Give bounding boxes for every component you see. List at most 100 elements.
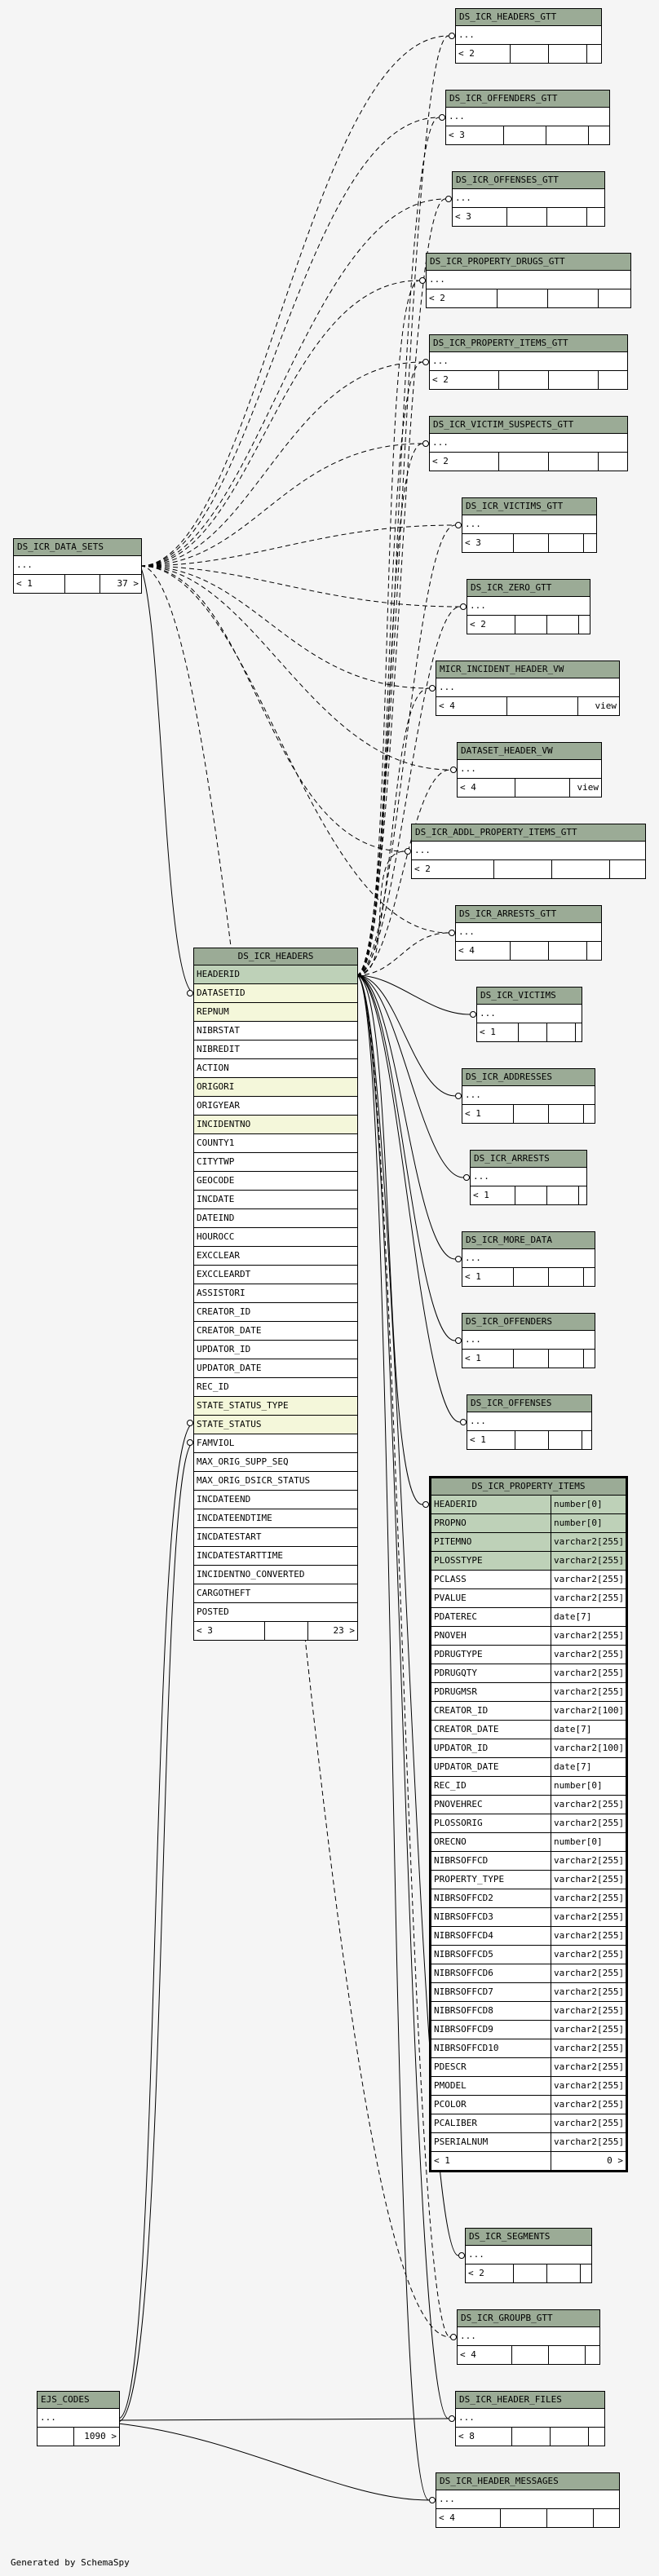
table-ds-icr-groupb-gtt[interactable]: DS_ICR_GROUPB_GTT ... < 4: [457, 2309, 600, 2365]
table-ds-icr-victims-gtt[interactable]: DS_ICR_VICTIMS_GTT ... < 3: [462, 497, 597, 553]
crowfoot-marker: [422, 440, 429, 447]
crowfoot-marker: [429, 685, 436, 691]
column-row: EXCCLEARDT: [194, 1266, 357, 1284]
table-ds-icr-headers-gtt[interactable]: DS_ICR_HEADERS_GTT ... < 2: [455, 8, 602, 64]
crowfoot-marker: [187, 990, 193, 996]
table-title[interactable]: DS_ICR_DATA_SETS: [14, 539, 141, 556]
relationship-line: [356, 974, 461, 1423]
table-title[interactable]: DS_ICR_VICTIM_SUSPECTS_GTT: [430, 417, 627, 434]
table-title[interactable]: DS_ICR_OFFENDERS_GTT: [446, 91, 609, 108]
table-title[interactable]: DS_ICR_PROPERTY_ITEMS_GTT: [430, 335, 627, 352]
footer-cell: [507, 697, 578, 715]
table-title[interactable]: DS_ICR_ARRESTS: [471, 1151, 586, 1168]
table-title[interactable]: DS_ICR_PROPERTY_DRUGS_GTT: [427, 254, 630, 271]
table-title[interactable]: DS_ICR_OFFENSES_GTT: [453, 172, 604, 189]
table-title[interactable]: DS_ICR_OFFENDERS: [462, 1314, 595, 1331]
footer-cell: [546, 126, 589, 144]
column-type: varchar2[255]: [554, 1574, 625, 1584]
relationship-line: [356, 974, 456, 1260]
table-ds-icr-property-drugs-gtt[interactable]: DS_ICR_PROPERTY_DRUGS_GTT ... < 2: [426, 253, 631, 308]
column-row: COUNTY1: [194, 1134, 357, 1153]
table-title[interactable]: DS_ICR_ADDL_PROPERTY_ITEMS_GTT: [412, 824, 645, 842]
table-footer: < 4: [436, 2509, 619, 2527]
table-title[interactable]: DS_ICR_HEADER_FILES: [456, 2392, 604, 2409]
table-title[interactable]: DATASET_HEADER_VW: [458, 743, 601, 760]
table-ds-icr-header-files[interactable]: DS_ICR_HEADER_FILES ... < 8: [455, 2391, 605, 2446]
relationship-line: [139, 565, 451, 771]
table-footer: < 1: [462, 1268, 595, 1286]
column-row: ...: [436, 678, 619, 697]
column-row: HOUROCC: [194, 1228, 357, 1247]
child-count: < 2: [466, 2264, 514, 2282]
table-ds-icr-offenders[interactable]: DS_ICR_OFFENDERS ... < 1: [462, 1313, 595, 1368]
table-ds-icr-header-messages[interactable]: DS_ICR_HEADER_MESSAGES ... < 4: [436, 2472, 620, 2528]
table-title[interactable]: EJS_CODES: [38, 2392, 119, 2409]
column-type: varchar2[255]: [554, 2080, 625, 2091]
table-footer: < 2: [430, 453, 627, 471]
table-ds-icr-addl-property-items-gtt[interactable]: DS_ICR_ADDL_PROPERTY_ITEMS_GTT ... < 2: [411, 824, 646, 879]
parent-count: 0 >: [607, 2155, 623, 2166]
column-row: EXCCLEAR: [194, 1247, 357, 1266]
table-title[interactable]: DS_ICR_MORE_DATA: [462, 1232, 595, 1249]
table-title[interactable]: DS_ICR_OFFENSES: [467, 1395, 591, 1412]
column-type: varchar2[255]: [554, 1536, 625, 1547]
footer-cell: [65, 575, 100, 593]
footer-cell: [549, 1268, 584, 1286]
relationship-line: [356, 117, 440, 976]
table-title[interactable]: DS_ICR_ARRESTS_GTT: [456, 906, 601, 923]
table-ds-icr-arrests[interactable]: DS_ICR_ARRESTS ... < 1: [470, 1150, 587, 1205]
column-name: CREATOR_ID: [431, 1702, 551, 1720]
table-ds-icr-addresses[interactable]: DS_ICR_ADDRESSES ... < 1: [462, 1068, 595, 1124]
column-name: PDESCR: [431, 2058, 551, 2076]
table-ds-icr-arrests-gtt[interactable]: DS_ICR_ARRESTS_GTT ... < 4: [455, 905, 602, 961]
crowfoot-marker: [405, 848, 411, 855]
relationship-line: [356, 524, 456, 976]
table-ds-icr-offenses[interactable]: DS_ICR_OFFENSES ... < 1: [467, 1394, 592, 1450]
column-row: STATE_STATUS_TYPE: [194, 1397, 357, 1416]
child-count: < 2: [427, 289, 498, 307]
column-name: CREATOR_DATE: [431, 1721, 551, 1739]
table-title[interactable]: DS_ICR_ADDRESSES: [462, 1069, 595, 1086]
table-title[interactable]: DS_ICR_VICTIMS: [477, 988, 582, 1005]
table-title[interactable]: DS_ICR_VICTIMS_GTT: [462, 498, 596, 515]
relationship-line: [139, 565, 449, 934]
relationship-line: [356, 769, 451, 976]
table-title[interactable]: DS_ICR_HEADERS: [194, 948, 357, 965]
table-ds-icr-offenses-gtt[interactable]: DS_ICR_OFFENSES_GTT ... < 3: [452, 171, 605, 227]
table-ds-icr-zero-gtt[interactable]: DS_ICR_ZERO_GTT ... < 2: [467, 579, 590, 634]
table-title[interactable]: DS_ICR_SEGMENTS: [466, 2229, 591, 2246]
footer-cell: [499, 453, 549, 471]
table-title[interactable]: DS_ICR_HEADER_MESSAGES: [436, 2473, 619, 2490]
table-ds-icr-more-data[interactable]: DS_ICR_MORE_DATA ... < 1: [462, 1231, 595, 1287]
crowfoot-marker: [460, 1419, 467, 1425]
column-row: INCDATEEND: [194, 1491, 357, 1509]
table-ds-icr-offenders-gtt[interactable]: DS_ICR_OFFENDERS_GTT ... < 3: [445, 90, 610, 145]
column-name: NIBRSOFFCD: [431, 1852, 551, 1870]
table-footer: < 8: [456, 2428, 604, 2446]
table-title[interactable]: DS_ICR_ZERO_GTT: [467, 580, 590, 597]
table-ejs-codes[interactable]: EJS_CODES ... 1090 >: [37, 2391, 120, 2446]
table-ds-icr-victim-suspects-gtt[interactable]: DS_ICR_VICTIM_SUSPECTS_GTT ... < 2: [429, 416, 628, 471]
table-ds-icr-segments[interactable]: DS_ICR_SEGMENTS ... < 2: [465, 2228, 592, 2283]
table-title[interactable]: DS_ICR_HEADERS_GTT: [456, 9, 601, 26]
column-name: HEADERID: [431, 1496, 551, 1513]
child-count: < 1: [471, 1186, 515, 1204]
table-footer: < 2: [467, 616, 590, 634]
column-type: varchar2[255]: [554, 2005, 625, 2016]
table-title[interactable]: MICR_INCIDENT_HEADER_VW: [436, 661, 619, 678]
table-title[interactable]: DS_ICR_GROUPB_GTT: [458, 2310, 599, 2327]
column-row: INCDATESTARTTIME: [194, 1547, 357, 1566]
column-type: varchar2[255]: [554, 1668, 625, 1678]
table-ds-icr-victims[interactable]: DS_ICR_VICTIMS ... < 1: [476, 987, 582, 1042]
table-ds-icr-property-items-gtt[interactable]: DS_ICR_PROPERTY_ITEMS_GTT ... < 2: [429, 334, 628, 390]
table-title[interactable]: DS_ICR_PROPERTY_ITEMS: [431, 1478, 626, 1496]
